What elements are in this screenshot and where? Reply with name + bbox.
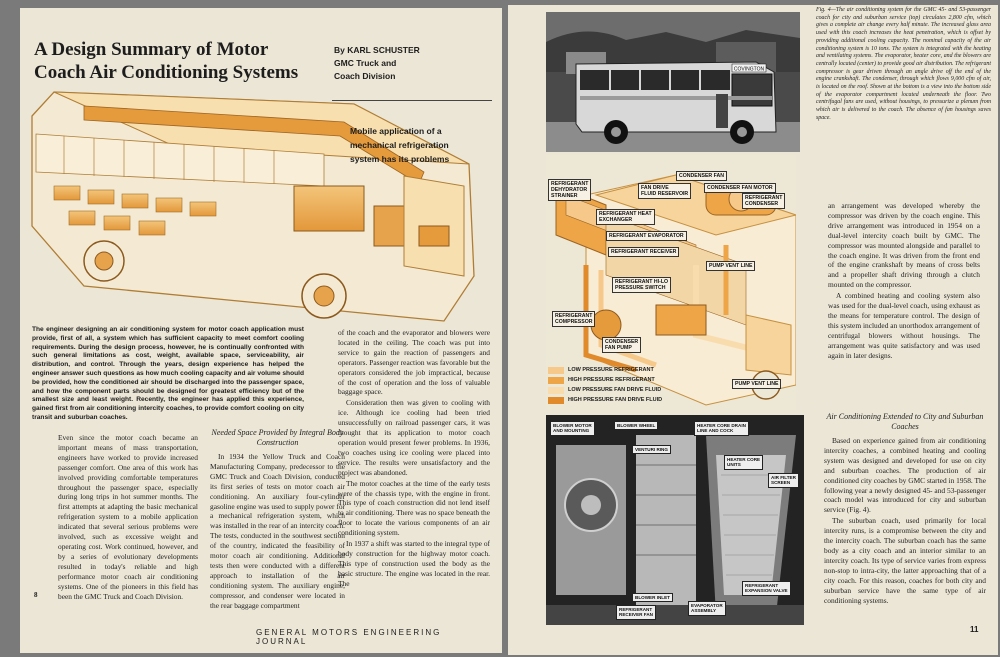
legend-swatch (548, 396, 564, 404)
byline: By KARL SCHUSTER GMC Truck and Coach Div… (334, 44, 464, 83)
label-blower-wheel: BLOWER WHEEL (614, 421, 659, 431)
label-compressor: REFRIGERANT COMPRESSOR (552, 311, 596, 327)
column-3-paragraph-4: In 1937 a shift was started to the integ… (338, 539, 490, 588)
label-evaporator-assembly: EVAPORATOR ASSEMBLY (688, 601, 726, 616)
label-heater-units: HEATER CORE UNITS (724, 455, 764, 470)
legend-label: LOW PRESSURE REFRIGERANT (568, 367, 654, 373)
left-column-3: of the coach and the evaporator and blow… (338, 328, 490, 590)
right-column-bottom: Air Conditioning Extended to City and Su… (824, 412, 986, 606)
label-blower-motor: BLOWER MOTOR AND MOUNTING (550, 421, 595, 436)
label-pump-vent-line-2: PUMP VENT LINE (732, 379, 782, 389)
label-refrigerant-condenser: REFRIGERANT CONDENSER (742, 193, 786, 209)
right-top-paragraph-2: A combined heating and cooling system al… (828, 291, 980, 360)
label-blower-inlet: BLOWER INLET (632, 593, 673, 603)
legend-swatch (548, 376, 564, 384)
journal-footer: GENERAL MOTORS ENGINEERING JOURNAL (256, 628, 442, 646)
byline-author: By KARL SCHUSTER (334, 45, 420, 55)
right-bottom-paragraph-1: Based on experience gained from air cond… (824, 436, 986, 515)
left-column-1: Even since the motor coach became an imp… (58, 433, 198, 601)
label-fan-drive-reservoir: FAN DRIVE FLUID RESERVOIR (638, 183, 692, 199)
label-air-filter: AIR FILTER SCREEN (768, 473, 799, 488)
intro-paragraph: The engineer designing an air conditioni… (32, 326, 304, 421)
evaporator-compartment-photo: BLOWER MOTOR AND MOUNTING BLOWER WHEEL V… (546, 415, 804, 625)
article-title: A Design Summary of Motor Coach Air Cond… (34, 39, 299, 83)
label-receiver-fan: REFRIGERANT RECEIVER FAN (616, 605, 656, 620)
label-venturi-ring: VENTURI RING (632, 445, 671, 455)
right-top-paragraph-1: an arrangement was developed whereby the… (828, 201, 980, 290)
figure-4-caption: Fig. 4—The air conditioning system for t… (816, 7, 991, 121)
byline-org-1: GMC Truck and (334, 58, 397, 68)
evaporator-photo-drawing (546, 415, 804, 625)
diagram-legend: LOW PRESSURE REFRIGERANT HIGH PRESSURE R… (548, 365, 748, 405)
title-rule (332, 100, 492, 101)
right-bottom-paragraph-2: The suburban coach, used primarily for l… (824, 516, 986, 605)
legend-item-high-pressure-refrigerant: HIGH PRESSURE REFRIGERANT (548, 375, 748, 385)
legend-swatch (548, 366, 564, 374)
left-column-2: Needed Space Provided by Integral Body C… (210, 428, 345, 612)
label-heater-drain: HEATER CORE DRAIN LINE AND COCK (694, 421, 749, 436)
label-condenser-fan-pump: CONDENSER FAN PUMP (602, 337, 642, 353)
label-expansion-valve: REFRIGERANT EXPANSION VALVE (742, 581, 791, 596)
byline-org-2: Coach Division (334, 71, 396, 81)
label-heat-exchanger: REFRIGERANT HEAT EXCHANGER (596, 209, 655, 225)
right-column-top: an arrangement was developed whereby the… (828, 201, 980, 362)
section-heading-integral-body: Needed Space Provided by Integral Body C… (211, 428, 344, 447)
left-page: A Design Summary of Motor Coach Air Cond… (20, 8, 502, 653)
column-1-text: Even since the motor coach became an imp… (58, 433, 198, 601)
label-receiver: REFRIGERANT RECEIVER (608, 247, 680, 257)
label-condenser-fan: CONDENSER FAN (676, 171, 727, 181)
legend-swatch (548, 386, 564, 394)
column-2-text: In 1934 the Yellow Truck and Coach Manuf… (210, 452, 345, 610)
label-condenser-fan-motor: CONDENSER FAN MOTOR (704, 183, 776, 193)
bus-photo: COVINGTON (546, 12, 800, 152)
section-heading-city-suburban: Air Conditioning Extended to City and Su… (826, 412, 984, 431)
label-evaporator: REFRIGERANT EVAPORATOR (606, 231, 687, 241)
coach-cutaway-illustration (31, 91, 475, 322)
illustration-caption: Mobile application of a mechanical refri… (350, 126, 450, 164)
column-3-paragraph-2: Consideration then was given to cooling … (338, 398, 490, 477)
bus-destination-sign: COVINGTON (734, 67, 765, 73)
legend-label: HIGH PRESSURE FAN DRIVE FLUID (568, 397, 663, 403)
legend-item-high-pressure-fan-fluid: HIGH PRESSURE FAN DRIVE FLUID (548, 395, 748, 405)
column-3-paragraph-3: The motor coaches at the time of the ear… (338, 478, 490, 538)
bus-photo-drawing: COVINGTON (546, 12, 800, 152)
refrigeration-diagram: CONDENSER FAN FAN DRIVE FLUID RESERVOIR … (546, 155, 798, 410)
legend-label: HIGH PRESSURE REFRIGERANT (568, 377, 655, 383)
label-hi-lo-switch: REFRIGERANT HI-LO PRESSURE SWITCH (612, 277, 672, 293)
right-page: COVINGTON Fig. 4—The air conditioning sy… (508, 5, 998, 655)
label-dehydrator-strainer: REFRIGERANT DEHYDRATOR STRAINER (548, 179, 592, 201)
legend-item-low-pressure-fan-fluid: LOW PRESSURE FAN DRIVE FLUID (548, 385, 748, 395)
column-3-paragraph-1: of the coach and the evaporator and blow… (338, 328, 490, 397)
legend-item-low-pressure-refrigerant: LOW PRESSURE REFRIGERANT (548, 365, 748, 375)
right-page-number: 11 (970, 625, 979, 634)
label-pump-vent-line-1: PUMP VENT LINE (706, 261, 756, 271)
legend-label: LOW PRESSURE FAN DRIVE FLUID (568, 387, 662, 393)
left-page-number: 8 (34, 591, 38, 599)
